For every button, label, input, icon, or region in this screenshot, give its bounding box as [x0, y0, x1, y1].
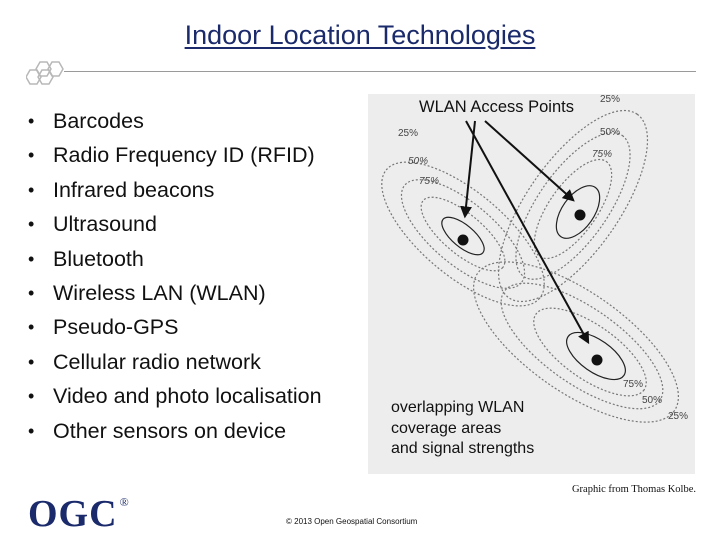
bullet-list: Barcodes Radio Frequency ID (RFID) Infra… — [26, 104, 322, 448]
access-point-arrows — [460, 120, 590, 345]
bullet-item: Infrared beacons — [26, 173, 322, 207]
signal-strength-label: 25% — [398, 128, 419, 139]
wlan-coverage-figure: WLAN Access Points 25% 25% 50% 50% 75% 7… — [368, 94, 695, 474]
bullet-item: Bluetooth — [26, 242, 322, 276]
coverage-area-left — [381, 161, 545, 307]
bullet-item: Barcodes — [26, 104, 322, 138]
coverage-area-bottom-right — [473, 261, 679, 423]
slide-title: Indoor Location Technologies — [184, 20, 536, 50]
registered-mark: ® — [119, 495, 130, 510]
signal-strength-label: 50% — [408, 156, 429, 167]
access-point-marker — [574, 209, 586, 221]
hexagon-decoration-icon — [26, 61, 64, 85]
signal-strength-label: 25% — [668, 411, 689, 422]
bullet-item: Ultrasound — [26, 207, 322, 241]
figure-caption-line: coverage areas — [391, 419, 502, 437]
figure-caption-line: and signal strengths — [391, 440, 535, 457]
figure-caption: overlapping WLAN coverage areas and sign… — [391, 398, 534, 460]
signal-strength-label: 50% — [600, 127, 621, 138]
bullet-item: Wireless LAN (WLAN) — [26, 276, 322, 310]
title-divider — [64, 71, 696, 72]
access-point-marker — [591, 354, 603, 366]
signal-strength-label: 75% — [623, 379, 644, 390]
signal-strength-label: 50% — [642, 395, 663, 406]
bullet-item: Other sensors on device — [26, 414, 322, 448]
logo-text: OGC — [28, 493, 118, 535]
wlan-coverage-diagram — [381, 109, 679, 423]
signal-strength-label: 75% — [592, 149, 613, 160]
bullet-item: Video and photo localisation — [26, 379, 322, 413]
figure-header: WLAN Access Points — [419, 98, 574, 116]
signal-strength-label: 75% — [419, 176, 440, 187]
bullet-item: Radio Frequency ID (RFID) — [26, 138, 322, 172]
ogc-logo: OGC® — [28, 492, 130, 536]
access-point-marker — [457, 234, 469, 246]
signal-strength-label: 25% — [600, 94, 621, 105]
bullet-item: Cellular radio network — [26, 345, 322, 379]
figure-credit: Graphic from Thomas Kolbe. — [571, 484, 696, 495]
bullet-item: Pseudo-GPS — [26, 310, 322, 344]
copyright-notice: © 2013 Open Geospatial Consortium — [286, 517, 418, 526]
figure-caption-line: overlapping WLAN — [391, 399, 525, 416]
coverage-area-top-right — [497, 109, 649, 303]
